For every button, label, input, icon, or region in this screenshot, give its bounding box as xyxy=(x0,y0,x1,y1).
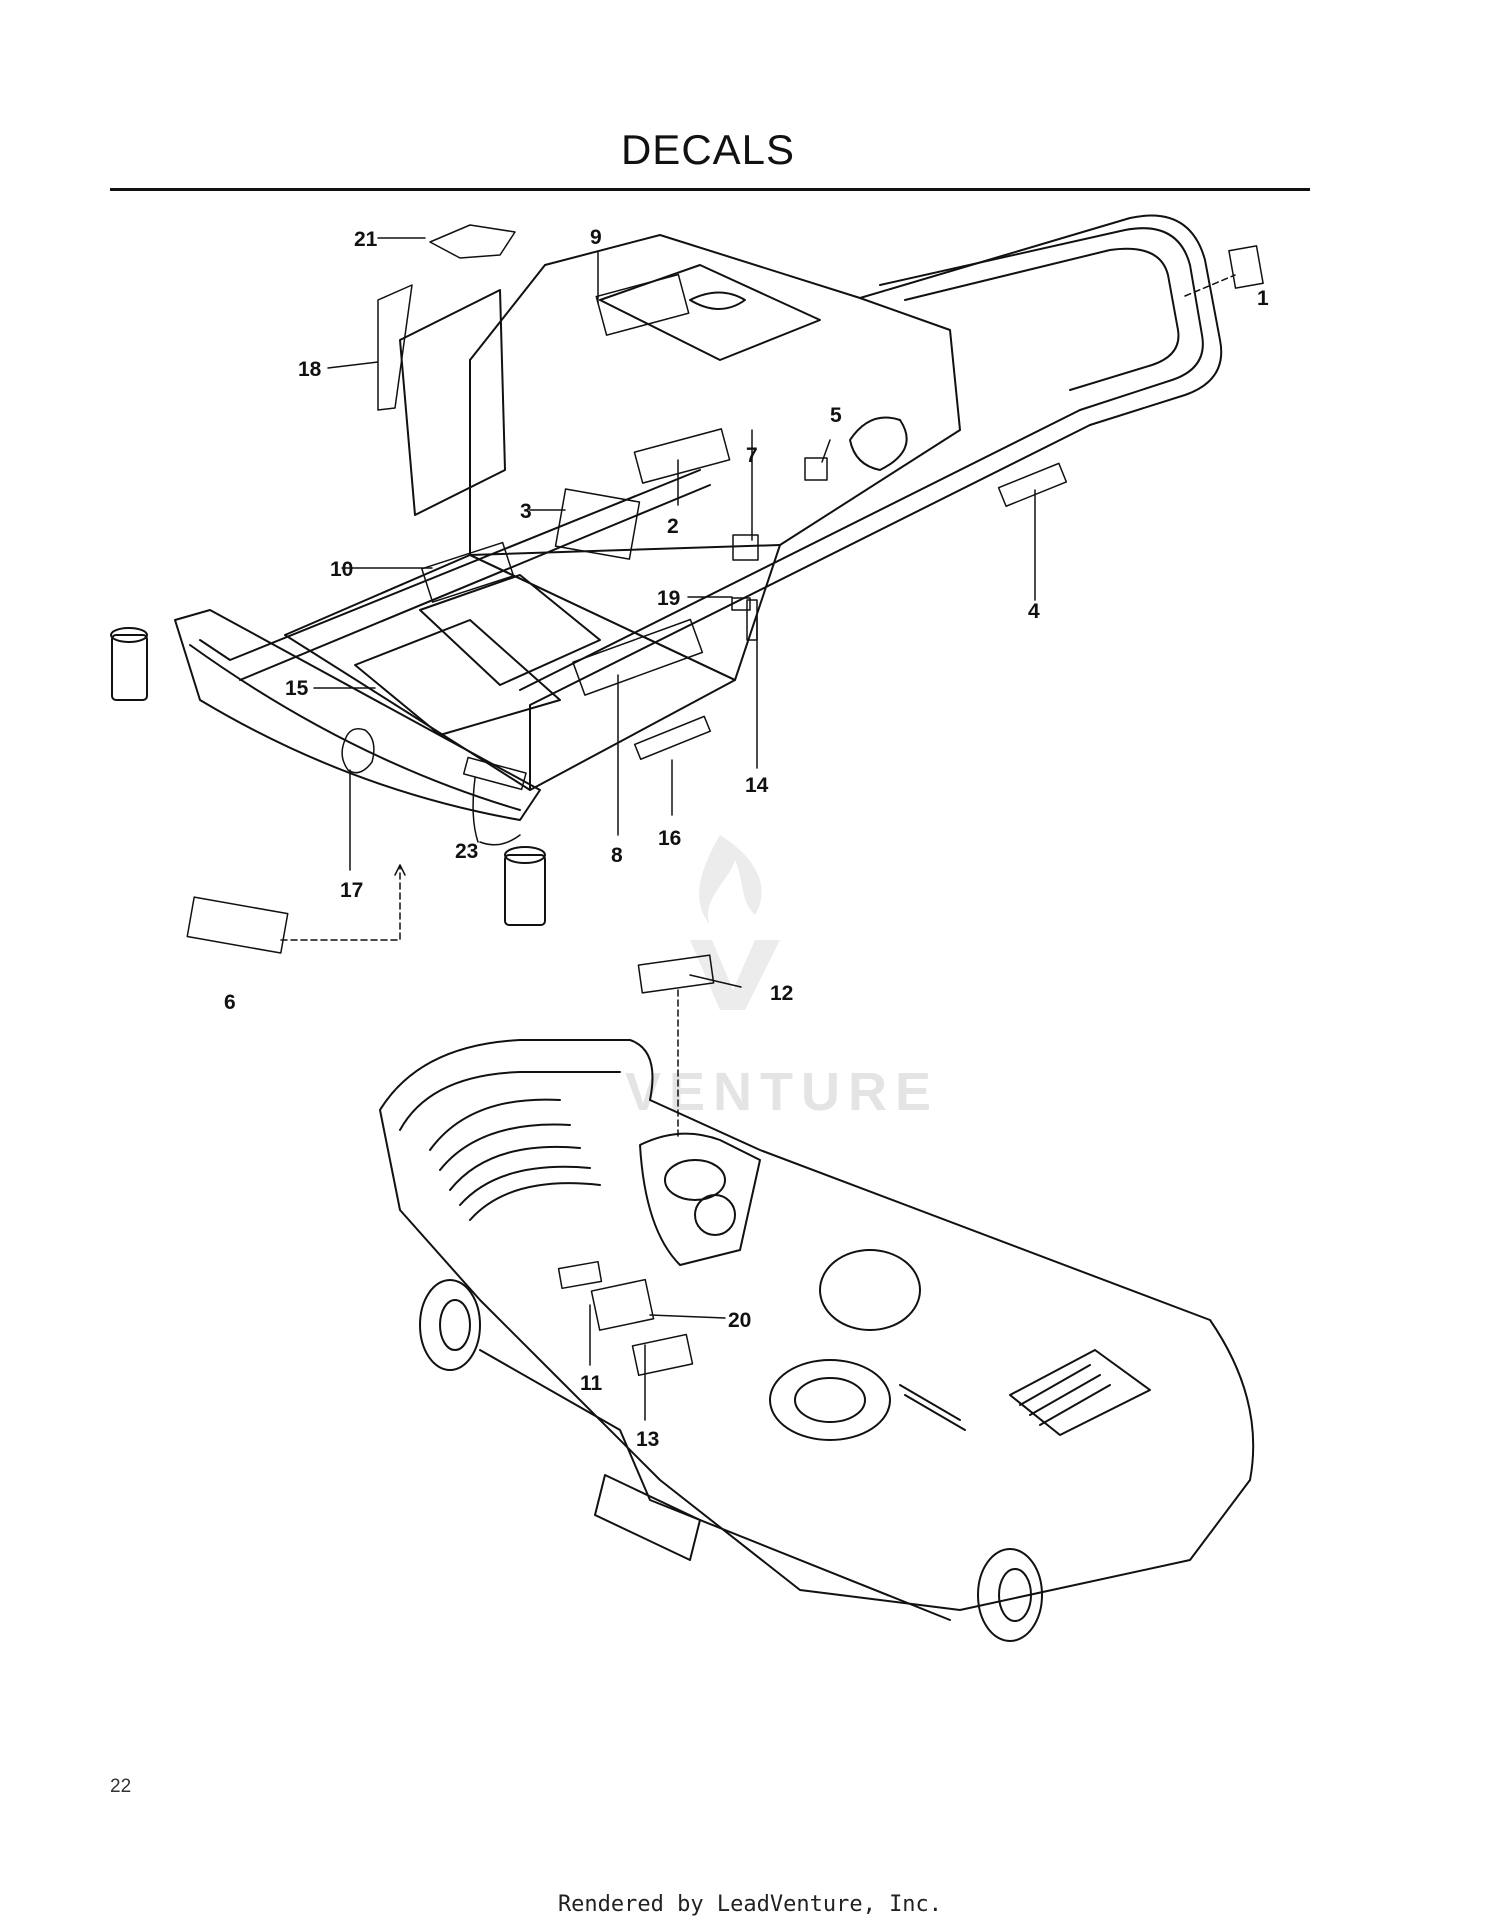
callout-2: 2 xyxy=(667,515,679,538)
callout-18: 18 xyxy=(298,358,322,381)
decal-21-icon xyxy=(429,224,516,259)
decal-13-icon xyxy=(631,1333,694,1377)
decal-16-icon xyxy=(633,715,711,761)
callout-7: 7 xyxy=(746,444,758,467)
mower-deck xyxy=(379,1039,1255,1642)
decal-9-icon xyxy=(595,273,690,336)
callout-15: 15 xyxy=(285,677,309,700)
decal-20-icon xyxy=(590,1278,655,1331)
page-number: 22 xyxy=(110,1776,132,1797)
footer-credit: Rendered by LeadVenture, Inc. xyxy=(557,1892,943,1917)
callout-14: 14 xyxy=(745,774,769,797)
callout-4: 4 xyxy=(1028,600,1040,623)
decal-23-icon xyxy=(462,756,527,791)
callout-9: 9 xyxy=(590,226,602,249)
decal-18-icon xyxy=(377,284,413,411)
callout-1: 1 xyxy=(1257,287,1269,310)
leader-lines xyxy=(280,237,1236,1421)
deck-decals xyxy=(557,1260,694,1377)
callout-17: 17 xyxy=(340,879,363,902)
callout-20: 20 xyxy=(728,1309,751,1332)
watermark-flame-icon xyxy=(699,835,762,925)
decal-5-icon xyxy=(804,457,828,481)
decal-19-icon xyxy=(731,597,751,611)
callout-3: 3 xyxy=(520,500,532,523)
chassis-decals xyxy=(186,224,1264,994)
decal-2-icon xyxy=(633,428,731,484)
callout-6: 6 xyxy=(224,991,236,1014)
title-rule xyxy=(110,188,1310,191)
callout-12: 12 xyxy=(770,982,793,1005)
callout-13: 13 xyxy=(636,1428,659,1451)
callout-23: 23 xyxy=(455,840,478,863)
decal-11-icon xyxy=(557,1260,603,1290)
callout-8: 8 xyxy=(611,844,623,867)
callout-10: 10 xyxy=(330,558,353,581)
decal-8-icon xyxy=(572,618,704,696)
logo-17-icon xyxy=(341,728,375,774)
watermark-text: VENTURE xyxy=(625,1062,939,1122)
decal-6-icon xyxy=(186,896,289,954)
decal-10-icon xyxy=(421,541,515,603)
callout-11: 11 xyxy=(580,1372,603,1395)
callout-16: 16 xyxy=(658,827,681,850)
callout-19: 19 xyxy=(657,587,680,610)
chassis-frame xyxy=(110,214,1223,926)
decal-4-icon xyxy=(997,462,1068,508)
decal-12-icon xyxy=(637,954,715,994)
watermark: VENTURE xyxy=(625,835,939,1122)
decal-1-icon xyxy=(1228,245,1264,289)
page-title: DECALS xyxy=(620,126,796,173)
callout-5: 5 xyxy=(830,404,842,427)
callout-21: 21 xyxy=(354,228,378,251)
decal-3-icon xyxy=(554,488,641,560)
decal-7-icon xyxy=(732,534,759,561)
callouts: 1 2 3 4 5 6 7 8 9 10 11 12 13 14 15 16 1… xyxy=(224,226,1269,1451)
watermark-v-icon xyxy=(690,940,780,1010)
